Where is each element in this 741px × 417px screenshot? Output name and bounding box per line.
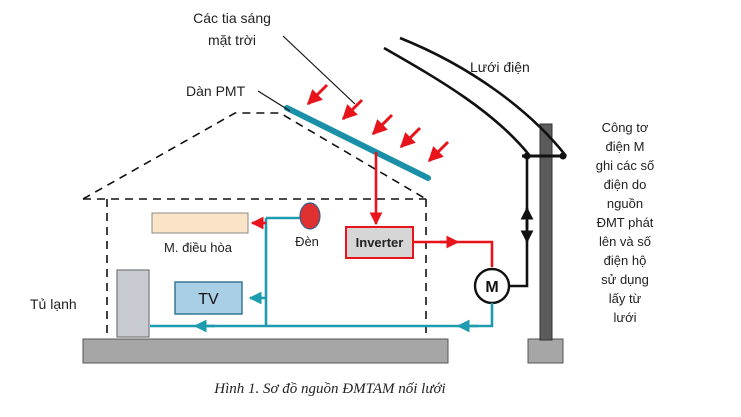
air-conditioner-unit [151,212,249,234]
meter-note: Công tơ điện M ghi các số điện do nguồn … [596,120,655,325]
house-ground [82,338,449,364]
sun-ray-arrow [399,126,422,149]
grid-label: Lưới điện [470,59,530,75]
meter-note-line: lấy từ [609,291,642,306]
grid-line-1 [383,46,532,157]
sun-ray-arrow [341,98,364,121]
panel-label-leader [257,90,291,112]
meter-note-line: ĐMT phát [597,215,654,230]
meter-note-line: sử dụng [601,272,649,287]
meter-note-line: lên và số [599,234,651,249]
sun-rays-label-line2: mặt trời [208,32,256,48]
meter-note-line: điện M [605,139,644,154]
tv-unit [174,281,243,315]
meter-to-pole-wire [509,156,529,288]
meter-label: M [485,279,498,296]
inverter-box [345,226,414,259]
sun-ray-arrow [306,83,329,106]
pole-base [527,338,564,364]
utility-pole [539,123,553,341]
panel-label: Dàn PMT [186,83,246,99]
meter-note-line: ghi các số [596,158,655,173]
grid-node-right [559,152,567,160]
tv-label: TV [198,291,219,308]
lamp-label: Đèn [295,234,319,249]
sun-rays-label-leader [282,35,356,105]
solar-panel [284,105,431,181]
sun-ray-arrow [371,113,394,136]
inverter-label: Inverter [356,235,404,250]
house-supply-wiring [150,216,494,328]
meter-note-line: điện do [604,177,647,192]
fridge-label: Tủ lạnh [30,296,77,312]
sun-rays-label-line1: Các tia sáng [193,10,271,26]
fridge-unit [116,269,150,338]
lamp-bulb [299,202,321,230]
inverter-to-meter-wire [413,240,494,267]
meter-note-line: lưới [613,310,636,325]
sun-ray-arrow [427,140,450,163]
air-conditioner-label: M. điều hòa [164,240,233,255]
sun-ray-arrows [306,83,450,163]
meter-note-line: Công tơ [602,120,649,135]
grid-line-2 [399,36,568,157]
meter-note-line: nguồn [607,196,643,211]
meter-note-line: điện hộ [604,253,647,268]
house-outline [82,112,427,339]
figure-caption: Hình 1. Sơ đồ nguồn ĐMTAM nối lưới [213,381,445,397]
